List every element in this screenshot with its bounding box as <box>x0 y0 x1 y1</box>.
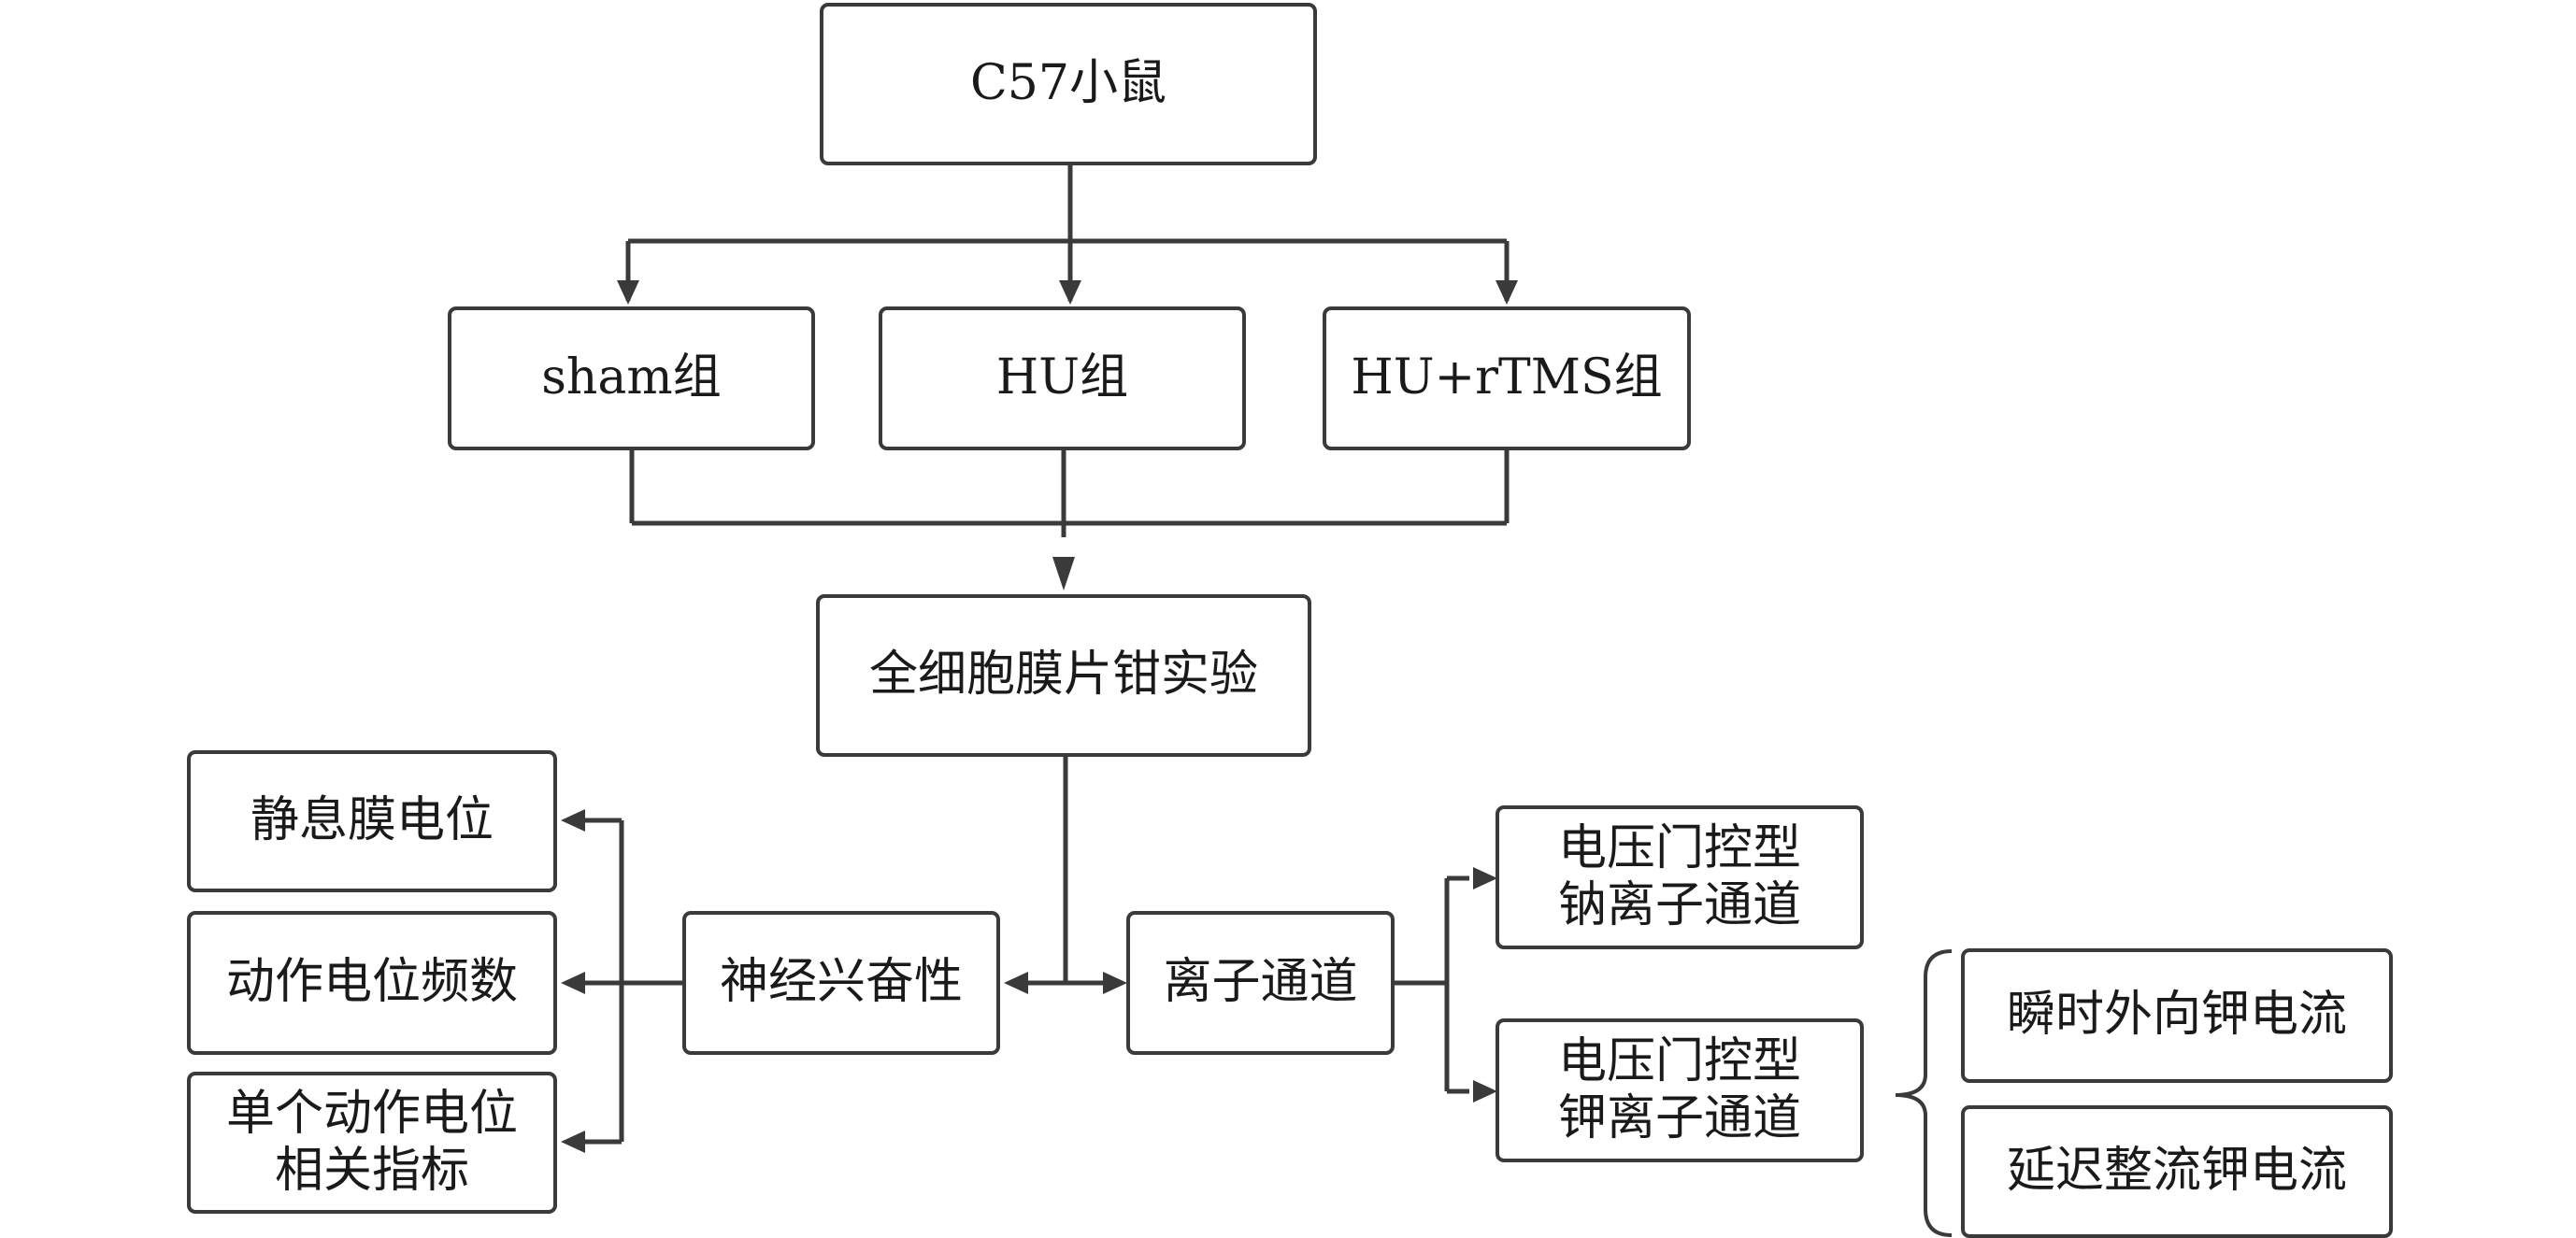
node-ion-channel-label: 离子通道 <box>1163 954 1358 1011</box>
node-transient-k-current-label: 瞬时外向钾电流 <box>2006 987 2347 1044</box>
arrowhead-sham <box>617 280 639 305</box>
node-resting-potential-label: 静息膜电位 <box>250 792 494 849</box>
node-na-channel: 电压门控型 钠离子通道 <box>1496 805 1864 949</box>
node-sham-group: sham组 <box>448 306 815 450</box>
node-single-ap-line2: 相关指标 <box>274 1143 469 1199</box>
node-ap-frequency: 动作电位频数 <box>187 911 557 1055</box>
arrowhead-resting <box>561 809 585 832</box>
arrowhead-hu-rtms <box>1496 280 1518 305</box>
node-ion-channel: 离子通道 <box>1126 911 1395 1055</box>
node-na-channel-line1: 电压门控型 <box>1557 819 1801 876</box>
node-hu-group: HU组 <box>879 306 1246 450</box>
node-patch-clamp: 全细胞膜片钳实验 <box>816 594 1311 757</box>
node-na-channel-line2: 钠离子通道 <box>1557 877 1801 933</box>
node-single-ap: 单个动作电位 相关指标 <box>187 1072 557 1214</box>
node-excitability-label: 神经兴奋性 <box>719 954 963 1011</box>
node-delayed-k-current: 延迟整流钾电流 <box>1961 1105 2393 1238</box>
node-single-ap-line1: 单个动作电位 <box>225 1085 518 1142</box>
node-c57-mice: C57小鼠 <box>820 3 1317 165</box>
node-k-channel-line2: 钾离子通道 <box>1557 1090 1801 1146</box>
arrowhead-apfreq <box>561 972 585 994</box>
arrowhead-singleap <box>561 1131 585 1153</box>
arrowhead-ion-channel <box>1103 972 1127 994</box>
node-ap-frequency-label: 动作电位频数 <box>225 954 518 1011</box>
brace-k-currents <box>1895 949 1953 1237</box>
node-hu-rtms-group-label: HU+rTMS组 <box>1351 349 1663 406</box>
arrowhead-k <box>1473 1080 1497 1103</box>
node-hu-rtms-group: HU+rTMS组 <box>1323 306 1691 450</box>
node-resting-potential: 静息膜电位 <box>187 750 557 892</box>
node-hu-group-label: HU组 <box>995 349 1129 406</box>
node-excitability: 神经兴奋性 <box>682 911 1000 1055</box>
arrowhead-excitability <box>1004 972 1028 994</box>
arrowhead-na <box>1473 867 1497 889</box>
node-k-channel: 电压门控型 钾离子通道 <box>1496 1018 1864 1162</box>
node-c57-mice-label: C57小鼠 <box>970 55 1166 112</box>
arrowhead-patch <box>1052 557 1075 591</box>
node-sham-group-label: sham组 <box>541 349 722 406</box>
node-transient-k-current: 瞬时外向钾电流 <box>1961 948 2393 1083</box>
arrowhead-hu <box>1059 280 1081 305</box>
node-patch-clamp-label: 全细胞膜片钳实验 <box>868 647 1258 704</box>
node-delayed-k-current-label: 延迟整流钾电流 <box>2006 1143 2347 1200</box>
node-k-channel-line1: 电压门控型 <box>1557 1032 1801 1089</box>
